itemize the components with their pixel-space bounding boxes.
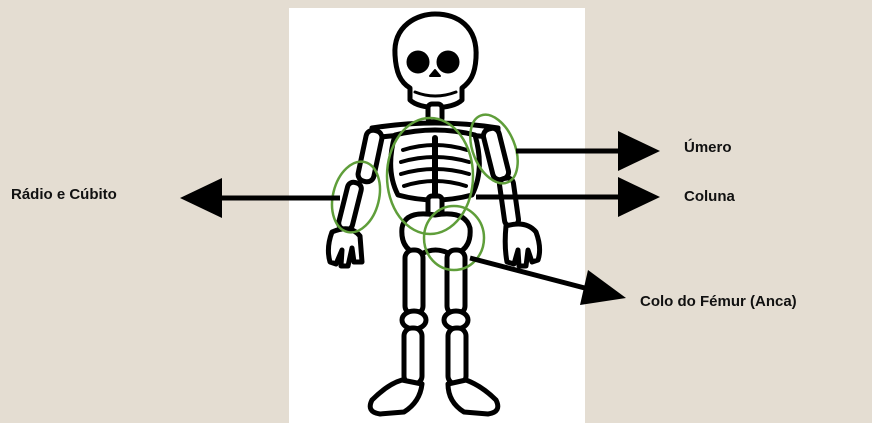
arrow-right-icon <box>618 131 660 171</box>
label-radius-ulna: Rádio e Cúbito <box>11 186 117 203</box>
arrow-left-icon <box>180 178 222 218</box>
label-femur-neck: Colo do Fémur (Anca) <box>640 293 797 310</box>
label-spine: Coluna <box>684 188 735 205</box>
arrow-right-icon <box>618 177 660 217</box>
label-humerus: Úmero <box>684 139 732 156</box>
arrow-right-icon <box>580 270 626 305</box>
